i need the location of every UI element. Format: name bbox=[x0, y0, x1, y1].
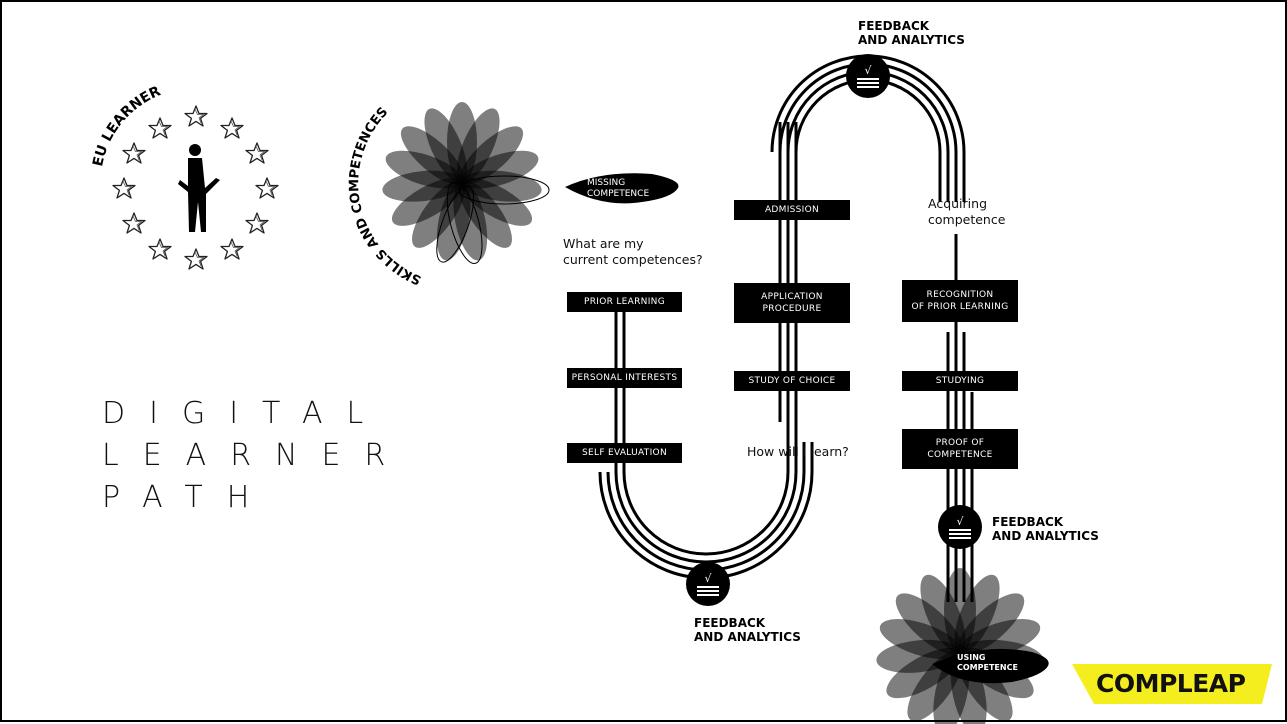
step-prior-learning: PRIOR LEARNING bbox=[567, 292, 682, 312]
svg-text:√: √ bbox=[864, 64, 872, 77]
missing-competence-leaf bbox=[565, 173, 679, 204]
compleap-logo-text: COMPLEAP bbox=[1096, 669, 1246, 698]
step-admission: ADMISSION bbox=[734, 200, 850, 220]
person-silhouette-icon bbox=[178, 144, 220, 232]
feedback-label-bottom: FEEDBACK AND ANALYTICS bbox=[694, 616, 801, 644]
question-how-learn: How will I learn? bbox=[747, 444, 849, 459]
using-competence-flower-icon bbox=[876, 568, 1044, 724]
step-studying: STUDYING bbox=[902, 371, 1018, 391]
step-self-evaluation: SELF EVALUATION bbox=[567, 443, 682, 463]
missing-competence-label: MISSING COMPETENCE bbox=[587, 178, 650, 199]
step-recognition-prior-learning: RECOGNITION OF PRIOR LEARNING bbox=[902, 280, 1018, 322]
svg-text:√: √ bbox=[956, 515, 964, 528]
title-line-2: LEARNER bbox=[102, 438, 410, 473]
step-personal-interests: PERSONAL INTERESTS bbox=[567, 368, 682, 388]
feedback-icon-right: √ bbox=[938, 505, 982, 549]
acquiring-competence-label: Acquiring competence bbox=[928, 196, 1006, 227]
compleap-logo: COMPLEAP bbox=[1072, 664, 1272, 704]
using-competence-label: USING COMPETENCE bbox=[957, 653, 1018, 672]
feedback-label-right: FEEDBACK AND ANALYTICS bbox=[992, 515, 1099, 543]
question-current-competences: What are my current competences? bbox=[563, 236, 703, 267]
feedback-icon-bottom: √ bbox=[686, 562, 730, 606]
title-line-3: PATH bbox=[102, 480, 274, 515]
title-line-1: DIGITAL bbox=[102, 396, 388, 431]
skills-flower-icon bbox=[382, 102, 550, 264]
step-proof-of-competence: PROOF OF COMPETENCE bbox=[902, 429, 1018, 469]
using-competence-leaf bbox=[932, 648, 1049, 684]
feedback-icon-top: √ bbox=[846, 54, 890, 98]
step-application-procedure: APPLICATION PROCEDURE bbox=[734, 283, 850, 323]
feedback-label-top: FEEDBACK AND ANALYTICS bbox=[858, 19, 965, 47]
step-study-of-choice: STUDY OF CHOICE bbox=[734, 371, 850, 391]
logo-background bbox=[1072, 664, 1272, 704]
svg-text:√: √ bbox=[704, 572, 712, 585]
